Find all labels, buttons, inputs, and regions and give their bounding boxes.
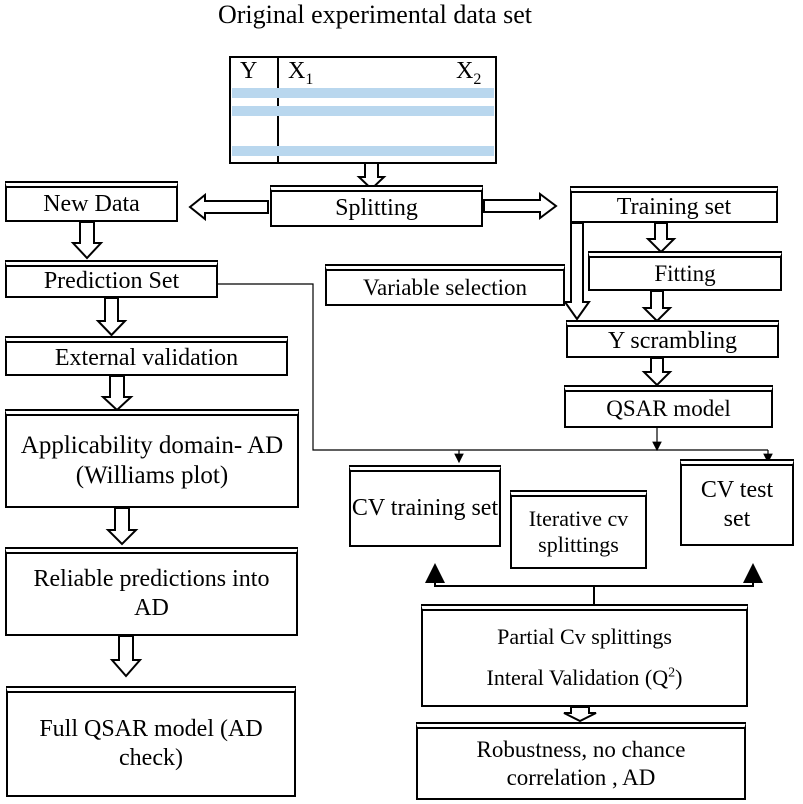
arrow-splitting-to-newdata — [188, 192, 269, 222]
qsar-model-box: QSAR model — [564, 385, 773, 428]
full-qsar-model-box: Full QSAR model (AD check) — [6, 686, 296, 797]
cv-training-set-box: CV training set — [349, 465, 501, 547]
fitting-box: Fitting — [588, 251, 782, 291]
arrow-table-to-splitting — [356, 162, 387, 191]
arrow-newdata-to-prediction — [70, 221, 104, 260]
line-cv-bracket — [434, 570, 754, 587]
arrow-training-to-fitting — [645, 222, 677, 254]
table-header-y: Y — [240, 58, 258, 84]
applicability-domain-box: Applicability domain- AD (Williams plot) — [5, 409, 299, 508]
arrow-external-to-ad — [100, 375, 134, 412]
table-row-stripe — [232, 88, 494, 98]
arrow-prediction-to-external — [95, 297, 128, 337]
internal-validation-label: Interal Validation (Q2) — [486, 665, 683, 691]
table-row-stripe — [232, 146, 494, 156]
external-validation-box: External validation — [5, 336, 288, 376]
arrow-fitting-to-yscramble — [641, 290, 673, 323]
arrow-training-to-yscramble — [563, 222, 591, 321]
diagram-title: Original experimental data set — [217, 0, 533, 29]
arrow-splitting-to-training — [483, 192, 558, 220]
arrow-partial-to-robustness — [563, 706, 597, 723]
new-data-box: New Data — [5, 181, 178, 222]
arrow-ad-to-reliable — [105, 507, 139, 546]
y-scrambling-box: Y scrambling — [566, 320, 779, 358]
line-prediction-to-cv — [218, 283, 768, 451]
prediction-set-box: Prediction Set — [5, 260, 218, 298]
partial-cv-box: Partial Cv splittings Interal Validation… — [421, 604, 748, 707]
arrow-yscramble-to-qsar — [641, 357, 673, 387]
training-set-box: Training set — [570, 186, 778, 223]
table-header-x2: X2 — [456, 58, 482, 88]
splitting-box: Splitting — [270, 185, 483, 227]
arrow-reliable-to-full — [109, 635, 143, 678]
variable-selection-box: Variable selection — [325, 264, 565, 306]
table-header-x1: X1 — [288, 58, 314, 88]
robustness-box: Robustness, no chance correlation , AD — [416, 722, 746, 800]
cv-test-set-box: CV test set — [680, 459, 794, 546]
reliable-predictions-box: Reliable predictions into AD — [5, 547, 298, 636]
table-row-stripe — [232, 106, 494, 116]
iterative-cv-splittings-box: Iterative cv splittings — [510, 490, 647, 569]
